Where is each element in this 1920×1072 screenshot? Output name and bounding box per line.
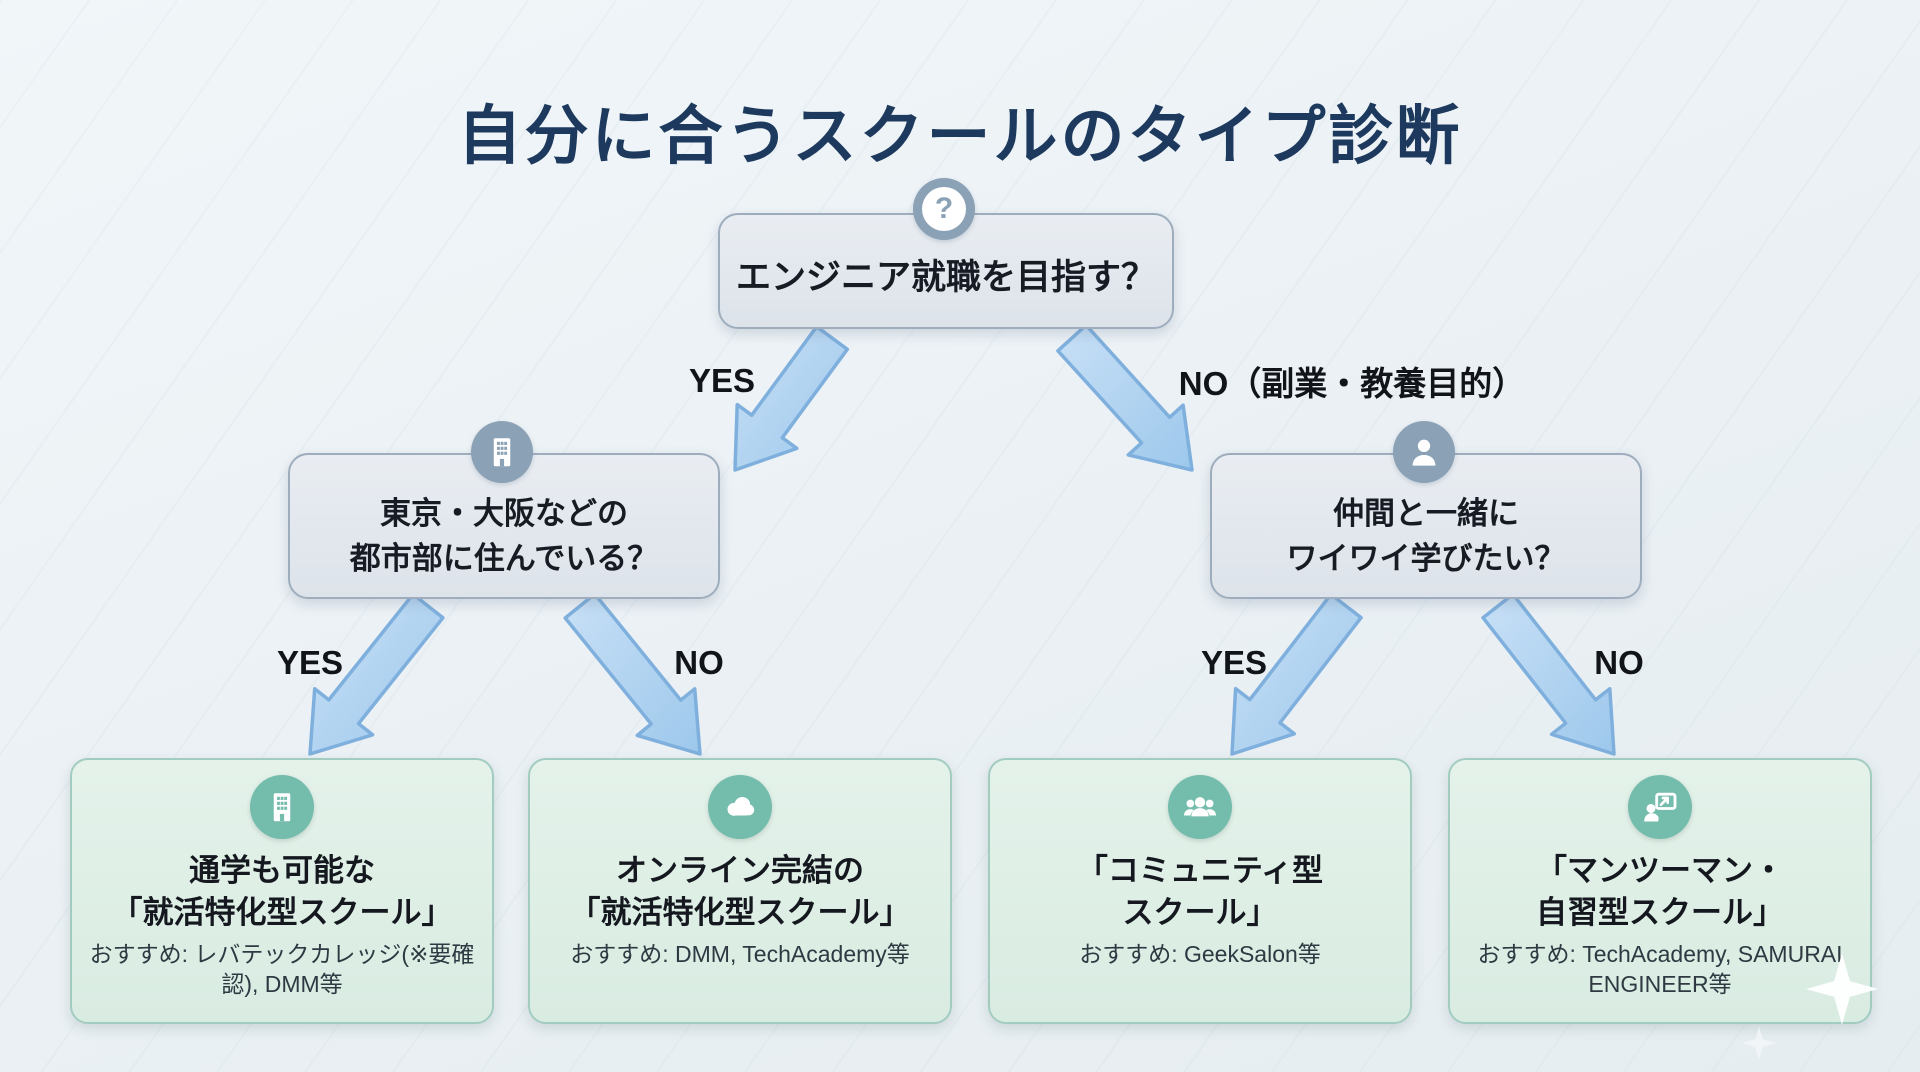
question-line: 東京・大阪などの xyxy=(379,496,628,531)
result-title-line: 「就活特化型スクール」 xyxy=(569,894,911,930)
mentor-icon xyxy=(1628,775,1692,839)
result-commute-school: 通学も可能な 「就活特化型スクール」 おすすめ: レバテックカレッジ(※要確認)… xyxy=(70,758,494,1024)
result-recommendation: おすすめ: DMM, TechAcademy等 xyxy=(570,941,910,968)
cloud-icon xyxy=(708,775,772,839)
question-text: 仲間と一緒に ワイワイ学びたい？ xyxy=(1287,455,1566,582)
cloud-glyph xyxy=(727,797,755,816)
building-glyph xyxy=(493,438,511,467)
question-line: 仲間と一緒に xyxy=(1333,496,1519,531)
result-title-line: スクール」 xyxy=(1122,894,1278,930)
result-title-line: 「マンツーマン・ xyxy=(1536,853,1784,888)
left-no-label: NO xyxy=(674,644,724,681)
left-yes-label: YES xyxy=(276,644,344,681)
root-question-text: エンジニア就職を目指す？ xyxy=(735,258,1156,297)
question-icon: ? xyxy=(913,178,975,240)
question-line: ワイワイ学びたい？ xyxy=(1286,540,1566,576)
building-glyph xyxy=(273,793,291,822)
result-recommendation: おすすめ: TechAcademy, SAMURAI ENGINEER等 xyxy=(1477,941,1843,997)
right-no-label: NO xyxy=(1594,644,1644,681)
result-title-line: 通学も可能な xyxy=(189,853,375,888)
root-no-label: NO（副業・教養目的） xyxy=(1178,365,1526,402)
result-mentor-school: 「マンツーマン・ 自習型スクール」 おすすめ: TechAcademy, SAM… xyxy=(1448,758,1872,1024)
question-line: 都市部に住んでいる？ xyxy=(349,540,659,576)
sparkle-icon xyxy=(1742,1026,1776,1060)
mentor-glyph xyxy=(1644,792,1677,822)
question-text: 東京・大阪などの 都市部に住んでいる？ xyxy=(350,455,658,582)
result-title-line: 自習型スクール」 xyxy=(1536,894,1784,930)
group-glyph xyxy=(1184,797,1216,817)
result-title: オンライン完結の 「就活特化型スクール」 xyxy=(570,850,911,933)
result-recommendation: おすすめ: レバテックカレッジ(※要確認), DMM等 xyxy=(89,941,475,997)
result-title-line: オンライン完結の xyxy=(616,853,864,888)
arrow-root-no xyxy=(1056,323,1194,472)
result-title-line: 「コミュニティ型 xyxy=(1076,853,1324,888)
person-glyph xyxy=(1412,439,1436,466)
result-title: 「マンツーマン・ 自習型スクール」 xyxy=(1536,850,1784,933)
result-recommendation: おすすめ: GeekSalon等 xyxy=(1079,941,1321,968)
page-title: 自分に合うスクールのタイプ診断 xyxy=(457,99,1463,172)
result-title: 「コミュニティ型 スクール」 xyxy=(1077,850,1323,933)
building-icon xyxy=(471,421,533,483)
person-icon xyxy=(1393,421,1455,483)
result-title: 通学も可能な 「就活特化型スクール」 xyxy=(112,850,453,933)
result-online-school: オンライン完結の 「就活特化型スクール」 おすすめ: DMM, TechAcad… xyxy=(528,758,952,1024)
root-yes-label: YES xyxy=(688,362,756,399)
result-title-line: 「就活特化型スクール」 xyxy=(111,894,453,930)
question-mark-glyph: ? xyxy=(922,187,966,231)
group-icon xyxy=(1168,775,1232,839)
building-icon xyxy=(250,775,314,839)
result-community-school: 「コミュニティ型 スクール」 おすすめ: GeekSalon等 xyxy=(988,758,1412,1024)
right-yes-label: YES xyxy=(1200,644,1268,681)
